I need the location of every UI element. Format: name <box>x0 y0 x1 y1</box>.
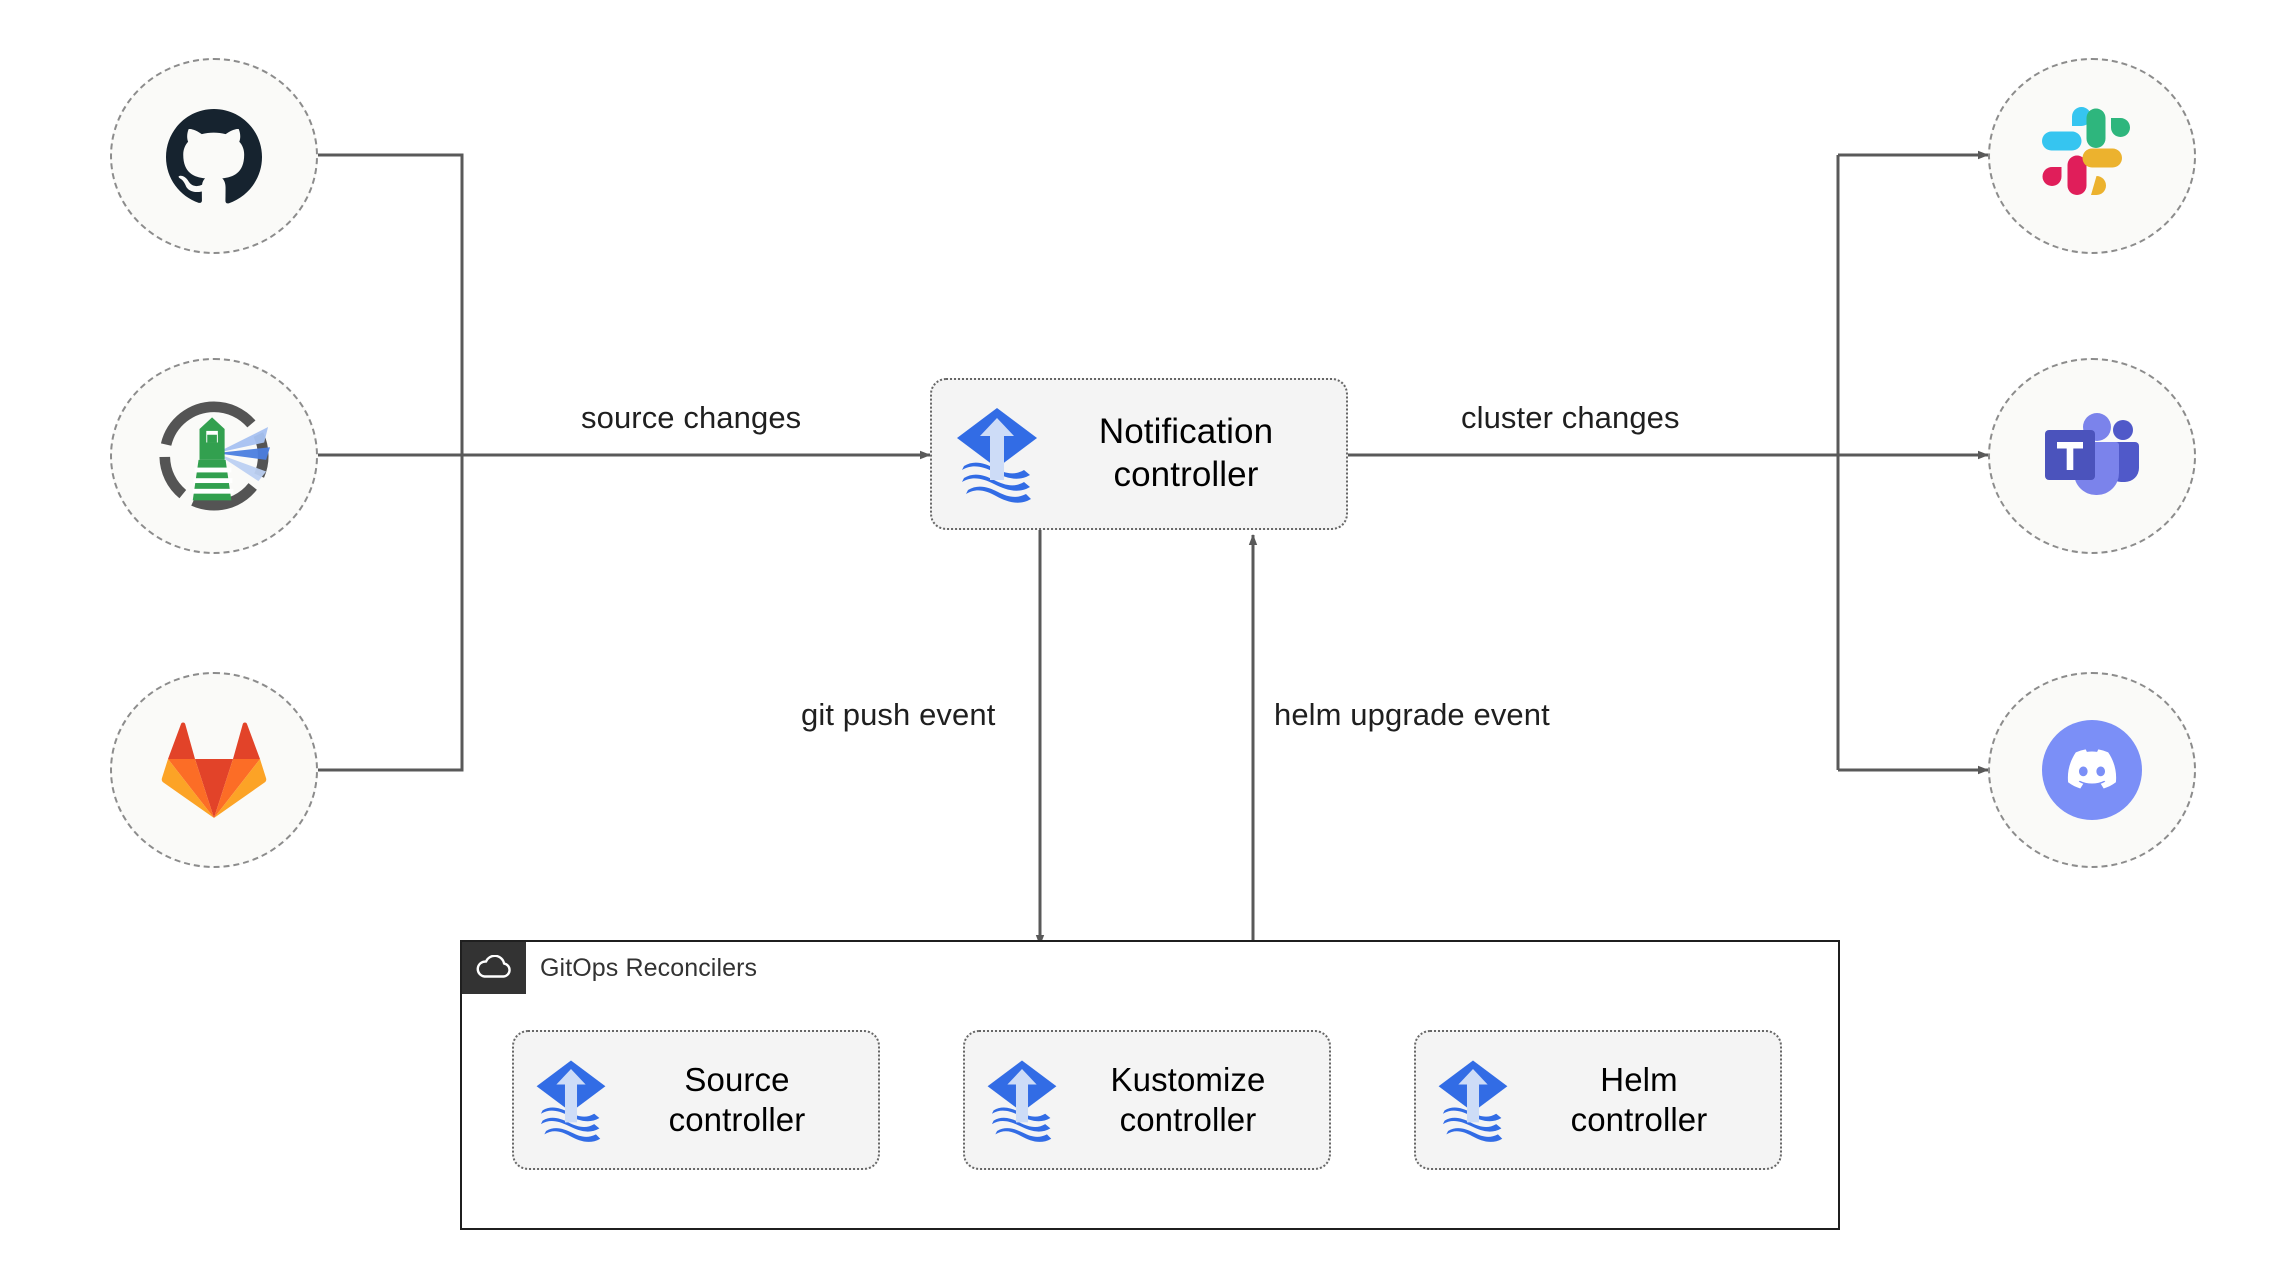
flux-logo-icon <box>534 1057 608 1143</box>
helm-controller-card[interactable]: Helm controller <box>1414 1030 1782 1170</box>
kustomize-controller-label: Kustomize controller <box>1110 1060 1266 1138</box>
source-node-flux[interactable] <box>110 358 318 554</box>
github-icon <box>166 108 262 204</box>
target-node-slack[interactable] <box>1988 58 2196 254</box>
cloud-icon-badge <box>462 942 526 994</box>
helm-controller-label: Helm controller <box>1570 1060 1708 1138</box>
target-node-discord[interactable] <box>1988 672 2196 868</box>
flux-logo-icon <box>985 1057 1059 1143</box>
kustomize-controller-card[interactable]: Kustomize controller <box>963 1030 1331 1170</box>
flux-logo-icon <box>1436 1057 1510 1143</box>
group-title: GitOps Reconcilers <box>540 953 758 982</box>
notification-controller-card[interactable]: Notification controller <box>930 378 1348 530</box>
edge-label-helm-upgrade-event: helm upgrade event <box>1268 697 1556 733</box>
discord-icon <box>2042 720 2142 820</box>
edge-label-source-changes: source changes <box>575 400 808 436</box>
microsoft-teams-icon <box>2045 413 2139 495</box>
target-node-teams[interactable] <box>1988 358 2196 554</box>
gitlab-icon <box>161 722 267 818</box>
notification-controller-label: Notification controller <box>1098 412 1274 494</box>
edge-label-cluster-changes: cluster changes <box>1455 400 1686 436</box>
edge-github-to-bus <box>318 153 464 455</box>
edge-gitlab-to-bus <box>318 455 464 772</box>
source-controller-label: Source controller <box>668 1060 806 1138</box>
source-node-gitlab[interactable] <box>110 672 318 868</box>
flux-logo-icon <box>954 404 1040 504</box>
source-node-github[interactable] <box>110 58 318 254</box>
flux-lighthouse-icon <box>159 401 270 511</box>
edge-label-git-push-event: git push event <box>795 697 1002 733</box>
cloud-icon <box>476 955 511 978</box>
source-controller-card[interactable]: Source controller <box>512 1030 880 1170</box>
slack-icon <box>2042 107 2130 195</box>
